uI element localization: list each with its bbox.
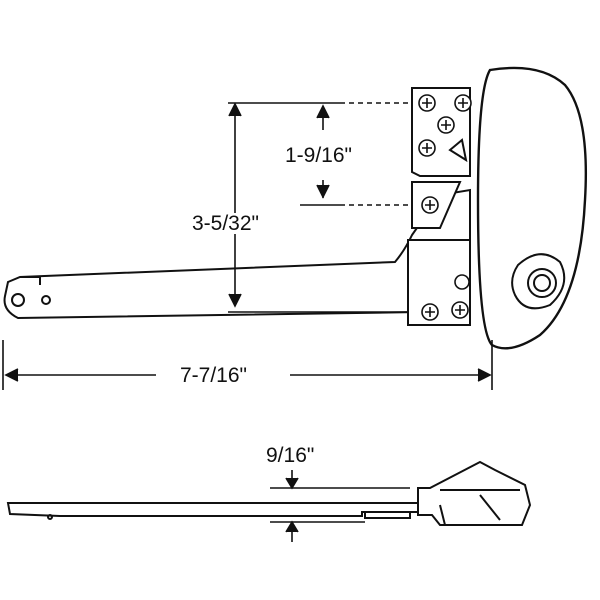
dimension-lines [2,102,493,390]
crank-knob [511,253,566,310]
screw-icons [418,94,472,321]
overall-length-label: 7-7/16" [180,364,247,387]
overall-height-label: 3-5/32" [192,212,259,235]
hinge-spacing-label: 1-9/16" [285,144,352,167]
side-thickness-label: 9/16" [266,444,315,467]
side-view [6,460,532,526]
side-dimension-lines [270,470,410,542]
operator-arm [3,188,471,320]
